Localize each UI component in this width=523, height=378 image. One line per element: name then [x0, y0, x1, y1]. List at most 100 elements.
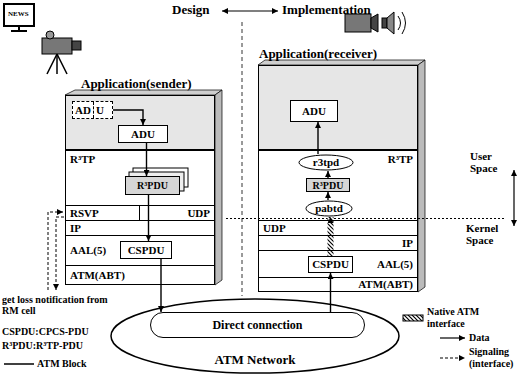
legend-item: ATM Block [4, 358, 87, 370]
node-text: RSVP [70, 207, 99, 220]
heading-label: Design [172, 3, 210, 17]
tripod [57, 54, 67, 74]
space-divider [226, 218, 505, 219]
legend-sample [4, 359, 34, 369]
ellipse-outline [306, 201, 352, 216]
camera-icon [72, 41, 81, 50]
node-text: CSPDU [128, 244, 165, 257]
screen-text: NEWS [8, 10, 29, 18]
pdu-box: CSPDU [308, 256, 353, 273]
abbreviation-note: CSPDU:CPCS-PDU [2, 326, 89, 337]
ellipse-outline [299, 155, 353, 170]
node-text: ADU [131, 128, 155, 141]
network-ellipse: Direct connectionATM Network [110, 298, 400, 374]
node-text: ATM Network [110, 353, 400, 366]
application-box: ADUADUApplication(sender) [65, 95, 215, 150]
protocol-stack: r3tpdR³PDU pabtdUDP IP CSPDU AAL(5) ATM(ABT) R… [258, 150, 418, 292]
legend-sample [402, 313, 424, 323]
space-label: User Space [470, 150, 510, 174]
tripod [56, 54, 58, 74]
protocol-layer: ATM(ABT) [259, 277, 417, 291]
node-text: ATM(ABT) [70, 269, 125, 282]
pdu-box: ADU [118, 125, 168, 143]
tv-icon [4, 4, 34, 26]
protocol-layer: UDP [140, 205, 214, 220]
protocol-layer: IP [259, 235, 417, 250]
adu-fragment-box: ADU [72, 101, 113, 119]
receiver-icon [371, 14, 378, 32]
data-arrow [327, 171, 328, 178]
application-box: ADUApplication(receiver) [258, 65, 418, 150]
pdu-box: CSPDU [120, 241, 172, 259]
node-text: R³PDU [313, 179, 344, 192]
speaker-icon [387, 12, 394, 34]
data-arrow [160, 259, 161, 312]
speaker-icon [382, 18, 387, 28]
node-text: UDP [187, 207, 210, 220]
legend-text: Native ATM interface [427, 306, 519, 330]
legend-sample [440, 333, 466, 343]
node-text: Application(sender) [81, 77, 192, 90]
legend-item: Data [440, 332, 490, 344]
box-side-face [418, 60, 425, 292]
daemon-ellipse: pabtd [305, 200, 353, 217]
node-text: R³TP [388, 153, 413, 166]
box-ground [258, 65, 418, 150]
camera-icon [46, 31, 54, 39]
box-ground [65, 95, 215, 150]
legend-text: ATM Block [37, 358, 87, 370]
protocol-layer: ATM(ABT) [66, 265, 214, 284]
heading-label: Implementation [282, 3, 371, 17]
node-text: R³TP [70, 153, 95, 166]
signal-note: get loss notification from RM cell [2, 294, 112, 316]
divider-line [242, 22, 243, 296]
node-text: pabtd [315, 202, 343, 215]
node-text: Direct connection [212, 319, 302, 332]
node-text: IP [70, 222, 81, 235]
node-text: CSPDU [312, 258, 349, 271]
protocol-layer: IP [66, 220, 214, 235]
space-arrow [513, 170, 514, 226]
legend-text: Data [469, 332, 490, 344]
signaling-arrow [56, 217, 64, 290]
pdu-stack: R³PDU [125, 176, 180, 195]
protocol-stack: R³PDU RSVP UDP IP CSPDU AAL(5) ATM(ABT) R³TP [65, 150, 215, 285]
node-text: AAL(5) [70, 244, 106, 257]
legend-item: Signaling (interface) [440, 346, 523, 370]
protocol-layer: UDP [259, 220, 417, 235]
data-arrow [146, 143, 147, 176]
node-text: AAL(5) [377, 258, 413, 271]
protocol-layer: CSPDU AAL(5) [259, 250, 417, 277]
ellipse-outline [111, 299, 399, 373]
daemon-ellipse: r3tpd [298, 154, 354, 171]
legend-sample [440, 353, 466, 363]
protocol-layer: RSVP [66, 205, 140, 220]
space-label: Kernel Space [466, 222, 512, 246]
legend-text: Signaling (interface) [469, 346, 523, 370]
pdu-stack: R³PDU [306, 178, 350, 192]
data-arrow [330, 273, 331, 312]
node-text: UDP [263, 222, 286, 235]
connection-pipe: Direct connection [150, 312, 365, 338]
node-text: ATM(ABT) [358, 278, 413, 291]
node-text: ADU [302, 105, 326, 118]
node-text: r3tpd [313, 156, 339, 169]
protocol-layer: CSPDU AAL(5) [66, 235, 214, 265]
node-text: R³PDU [137, 179, 168, 192]
signaling-arrow [48, 212, 63, 290]
data-arrow [327, 192, 328, 200]
design-arrow [222, 10, 278, 11]
abbreviation-note: R³PDU:R³TP-PDU [2, 340, 83, 351]
data-arrow [113, 110, 143, 125]
node-text: AD [73, 102, 93, 118]
node-text: IP [402, 237, 413, 250]
node-text: U [93, 102, 106, 118]
node-text: Application(receiver) [259, 47, 377, 60]
sound-waves [398, 12, 406, 34]
camera-icon [42, 38, 72, 54]
tv-icon [11, 30, 27, 32]
pdu-box: ADU [290, 100, 338, 122]
tripod [47, 54, 57, 74]
box-side-face [215, 90, 222, 285]
legend-item: Native ATM interface [402, 306, 519, 330]
